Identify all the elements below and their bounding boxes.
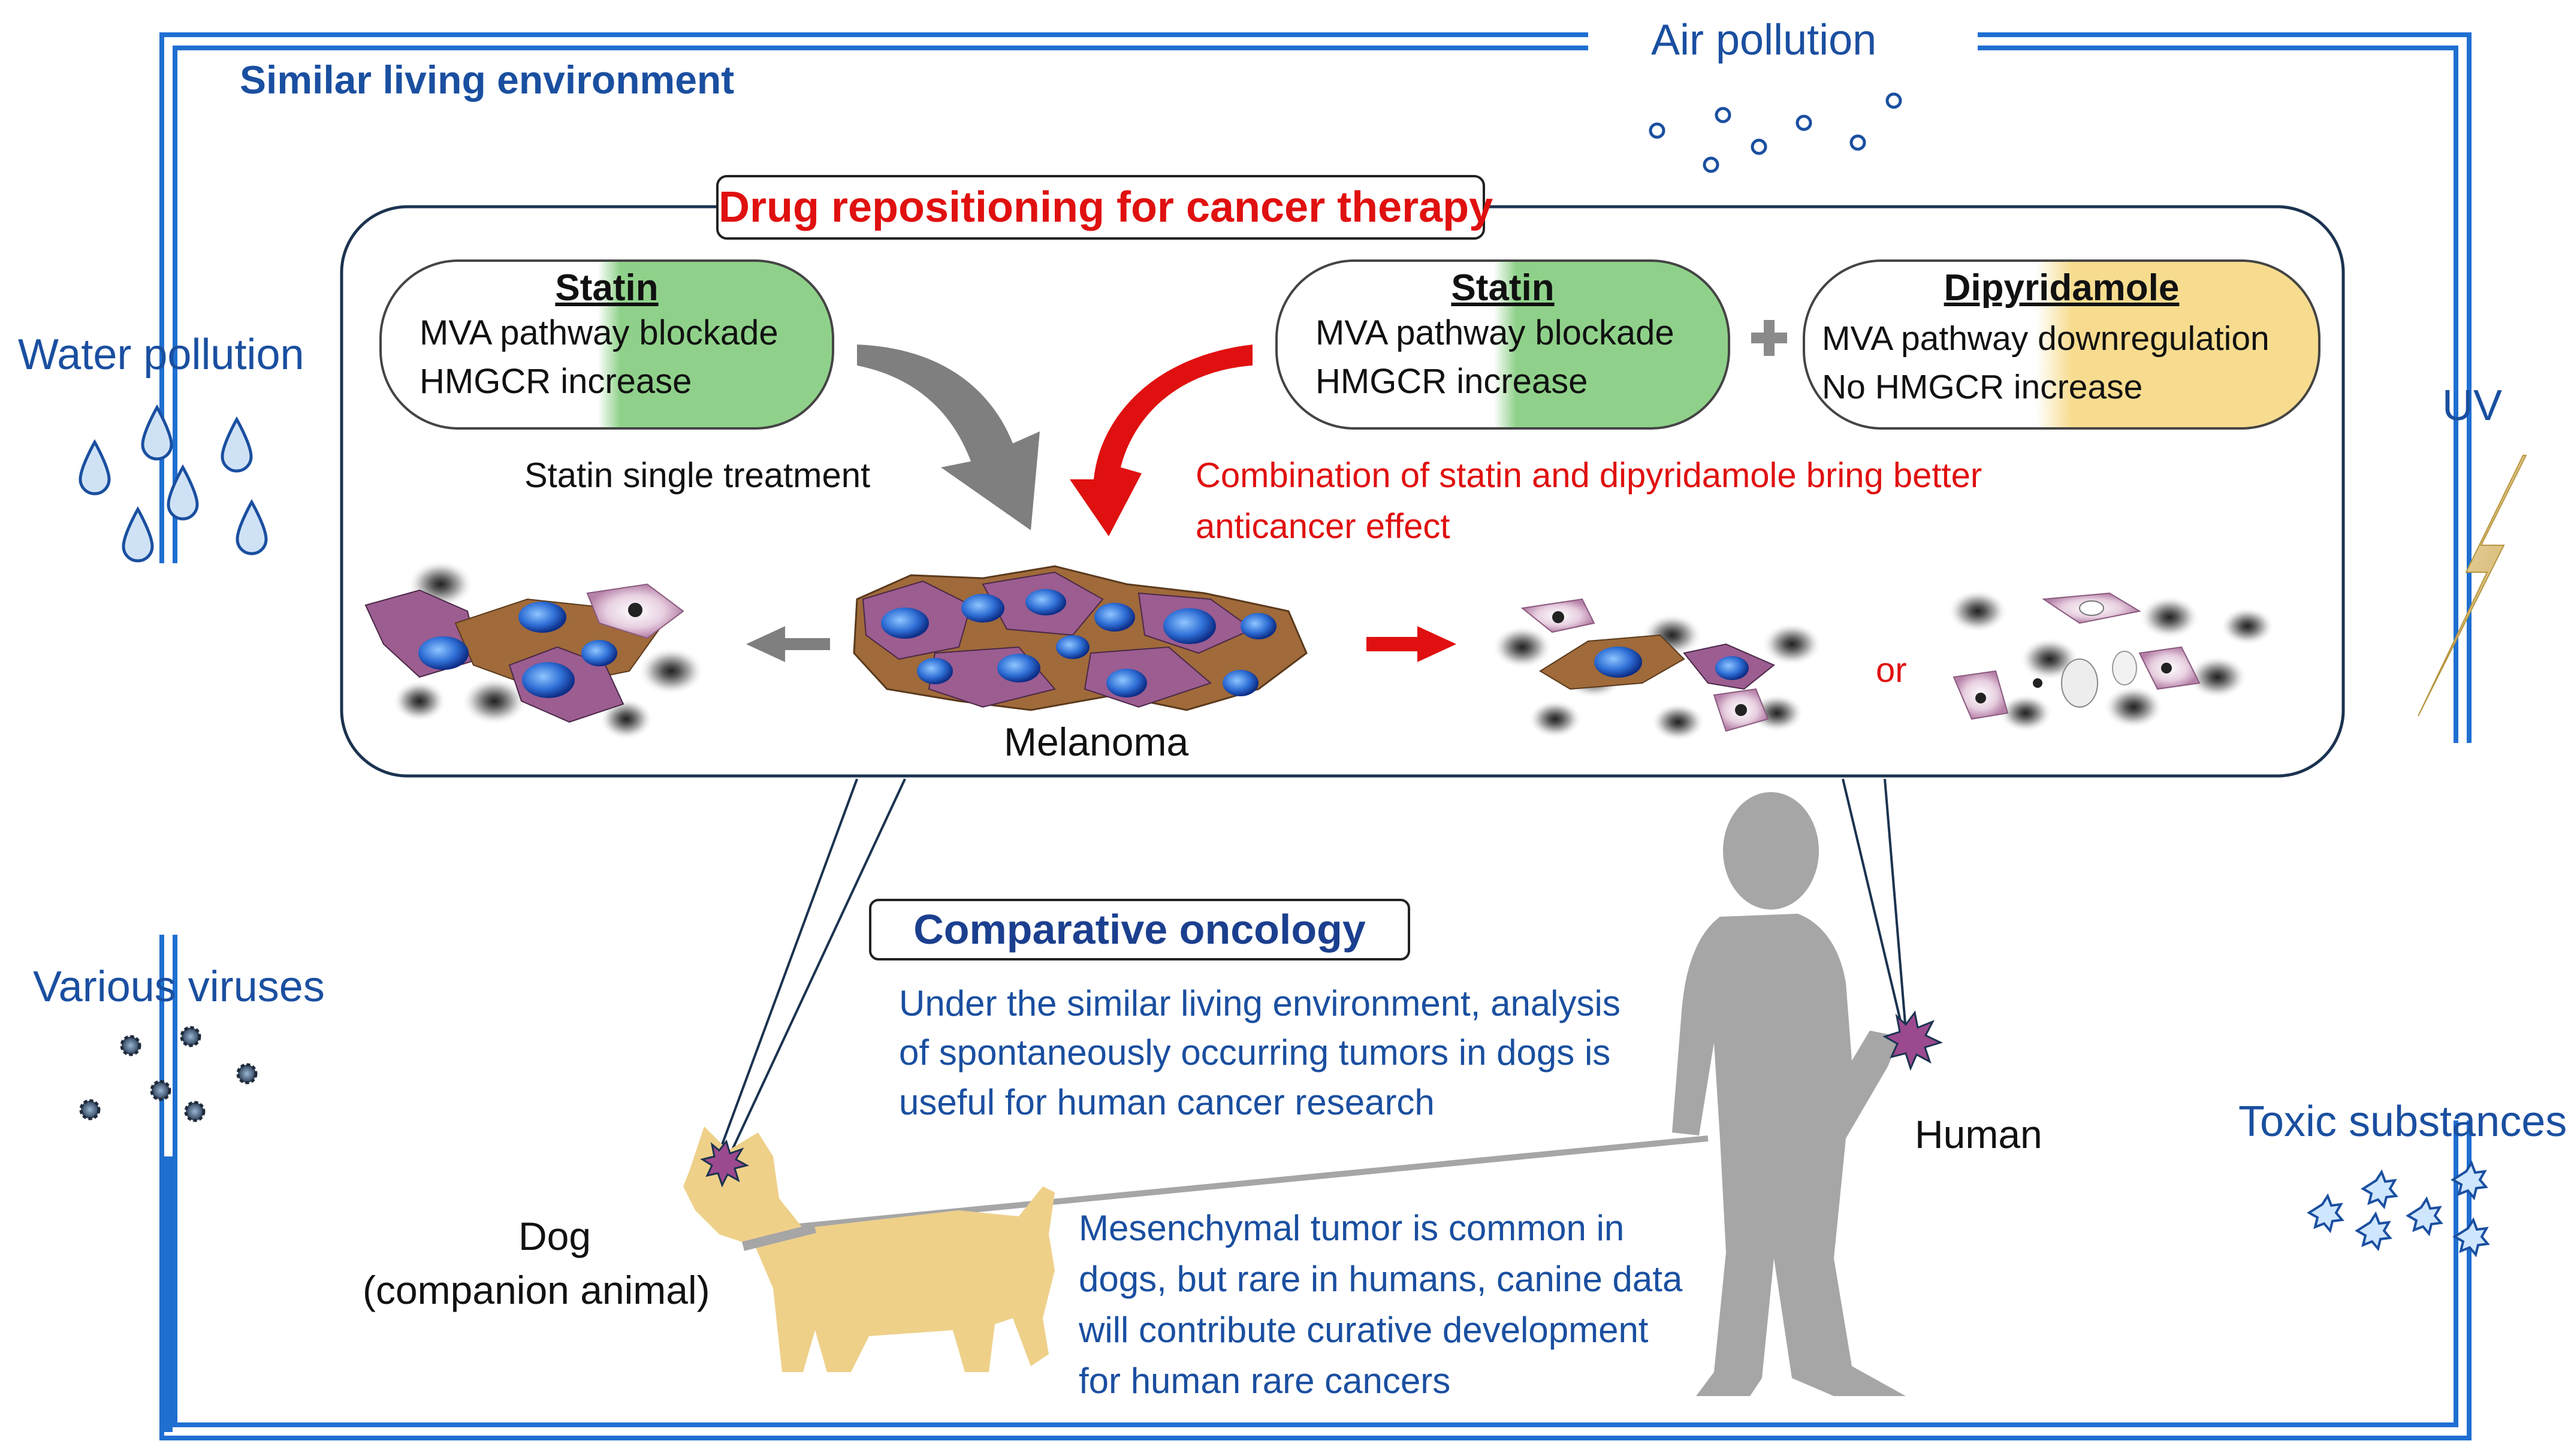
- statin-right-line1: MVA pathway blockade: [1315, 313, 1674, 352]
- human-tumor-icon: [1882, 1010, 1944, 1071]
- dog-companion-label: (companion animal): [363, 1268, 710, 1312]
- statin-right-line2: HMGCR increase: [1315, 362, 1588, 401]
- mesenchymal-line4: for human rare cancers: [1079, 1361, 1451, 1401]
- gray-curved-arrow: [857, 345, 1040, 530]
- cells-statin-single: [364, 560, 704, 740]
- statin-left-line2: HMGCR increase: [420, 362, 692, 401]
- statin-left-line1: MVA pathway blockade: [420, 313, 778, 352]
- plus-icon: [1751, 320, 1787, 356]
- air-pollution-icon: [1649, 92, 1902, 173]
- water-drops-icon: [79, 404, 268, 563]
- drug-repositioning-title: Drug repositioning for cancer therapy: [716, 175, 1493, 240]
- comparative-oncology-title: Comparative oncology: [869, 899, 1410, 960]
- callout-lines: [721, 778, 1907, 1172]
- toxic-substances-label: Toxic substances: [2238, 1098, 2567, 1146]
- comparative-line1: Under the similar living environment, an…: [899, 983, 1621, 1023]
- cells-combination-b: [1948, 590, 2274, 732]
- dog-label: Dog: [518, 1214, 592, 1258]
- cells-melanoma: [853, 565, 1308, 711]
- toxic-substances-icon: [2307, 1160, 2490, 1258]
- dipyridamole-title: Dipyridamole: [1944, 267, 2180, 309]
- or-label: or: [1876, 651, 1907, 690]
- red-right-arrow: [1366, 626, 1456, 662]
- human-figure: [1672, 792, 1906, 1396]
- comparative-line3: useful for human cancer research: [899, 1082, 1435, 1122]
- viruses-icon: [79, 1026, 258, 1122]
- melanoma-label: Melanoma: [1004, 720, 1189, 764]
- combination-line2: anticancer effect: [1196, 507, 1450, 546]
- comparative-line2: of spontaneously occurring tumors in dog…: [899, 1032, 1611, 1073]
- statin-single-label: Statin single treatment: [524, 456, 871, 495]
- dipyridamole-line1: MVA pathway downregulation: [1822, 319, 2270, 358]
- various-viruses-label: Various viruses: [33, 963, 325, 1011]
- air-pollution-label: Air pollution: [1651, 16, 1877, 64]
- dipyridamole-line2: No HMGCR increase: [1822, 368, 2143, 406]
- uv-label: UV: [2442, 382, 2503, 430]
- cells-combination-a: [1492, 598, 1822, 741]
- mesenchymal-line2: dogs, but rare in humans, canine data: [1079, 1259, 1683, 1299]
- red-curved-arrow: [1070, 345, 1253, 536]
- water-pollution-label: Water pollution: [18, 331, 304, 379]
- statin-right-title: Statin: [1451, 267, 1555, 309]
- dog-tumor-icon: [700, 1139, 750, 1188]
- statin-left-title: Statin: [555, 267, 659, 309]
- gray-left-arrow: [746, 626, 830, 662]
- mesenchymal-line1: Mesenchymal tumor is common in: [1079, 1208, 1625, 1248]
- human-label: Human: [1915, 1112, 2042, 1156]
- dog-collar: [742, 1224, 816, 1251]
- dog-figure: [683, 1126, 1055, 1372]
- leash: [749, 1135, 1709, 1234]
- mesenchymal-line3: will contribute curative development: [1079, 1310, 1649, 1350]
- combination-line1: Combination of statin and dipyridamole b…: [1196, 456, 1982, 495]
- environment-frame: [159, 32, 2472, 1440]
- uv-lightning-icon: [2418, 455, 2527, 717]
- similar-environment-label: Similar living environment: [240, 58, 735, 102]
